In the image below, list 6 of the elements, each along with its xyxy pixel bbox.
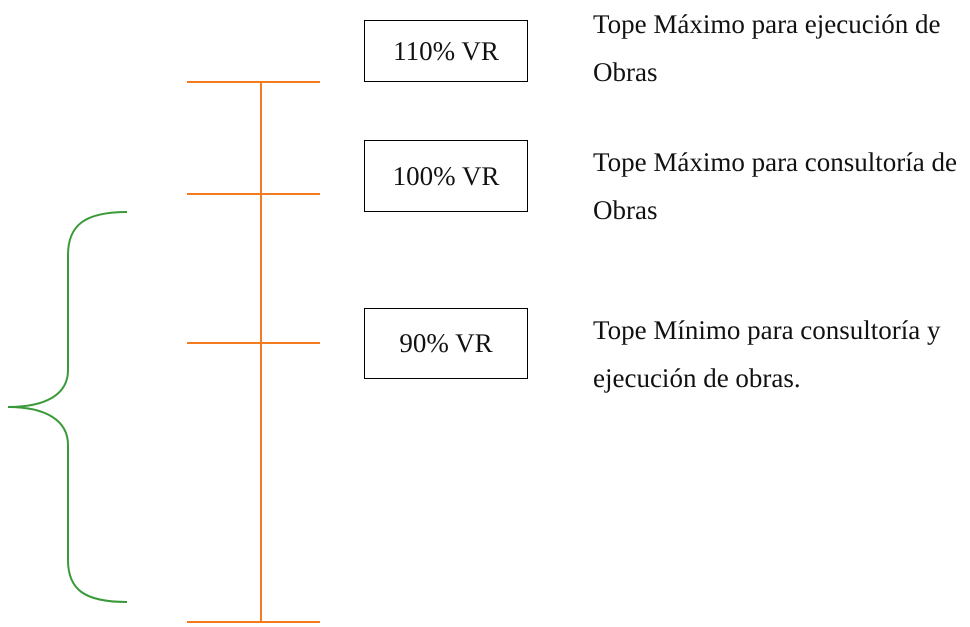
value-box: 100% VR	[364, 140, 528, 212]
description-text: Tope Mínimo para consultoría y ejecución de obras.	[593, 314, 942, 395]
value-box: 110% VR	[364, 20, 528, 82]
value-box: 90% VR	[364, 308, 528, 379]
description-text: Tope Máximo para ejecución de Obras	[593, 8, 942, 89]
description-text: Tope Máximo para consultoría de Obras	[593, 146, 958, 227]
